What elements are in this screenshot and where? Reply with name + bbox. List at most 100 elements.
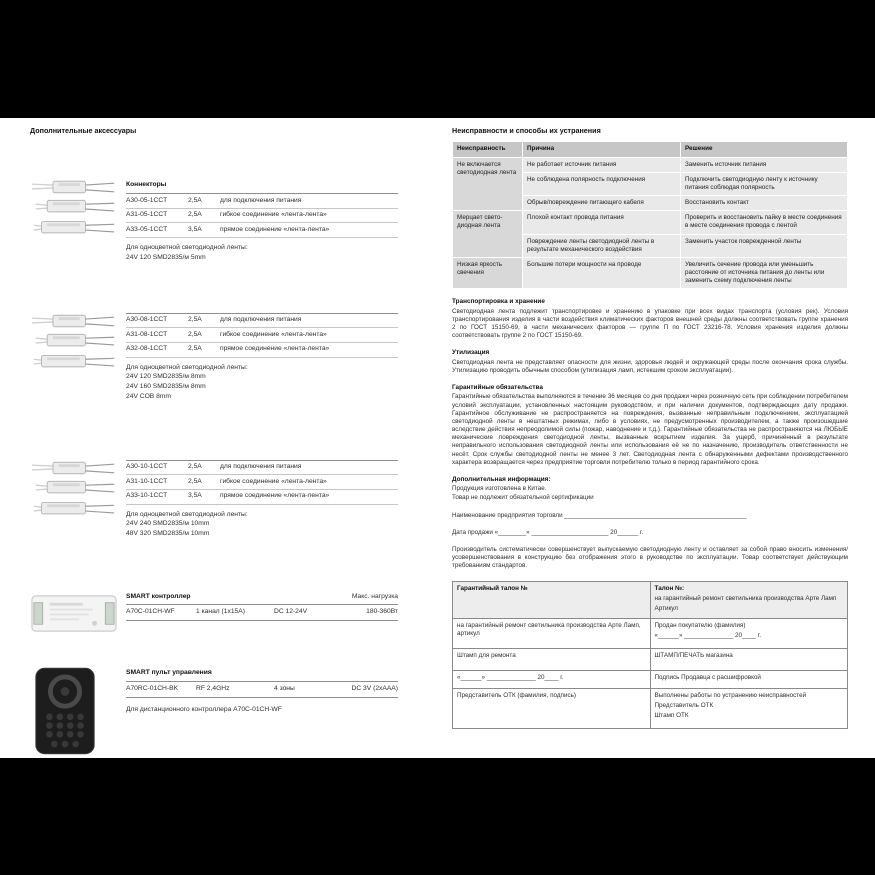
cause-cell: Плохой контакт провода питания [522, 210, 681, 235]
header-fix: Решение [680, 141, 848, 158]
article-code: A32-08-1CCT [126, 345, 168, 353]
card-text: Штамп ОТК [654, 712, 689, 720]
extra-info-line: Продукция изготовлена в Китае. [452, 485, 547, 493]
controller-image [31, 595, 117, 632]
document-page: Дополнительные аксессуары [0, 118, 875, 758]
table-row: A30-08-1CCT 2,5А для подключения питания [126, 312, 398, 329]
article-code: A30-05-1CCT [126, 196, 168, 204]
remote-title: SMART пульт управления [126, 669, 212, 677]
card-cell-left: Штамп для ремонта [452, 648, 651, 672]
table-row: A31-10-1CCT 2,5А гибкое соединение «лент… [126, 475, 398, 490]
description: для подключения питания [220, 463, 302, 470]
note-line: 24V COB 8mm [126, 392, 171, 400]
recycle-section: Утилизация Светодиодная лента не предста… [452, 349, 848, 375]
card-text: Штамп для ремонта [457, 652, 516, 660]
connector-photo-2 [30, 313, 118, 376]
note-title: Для одноцветной светодиодной ленты: [126, 363, 248, 371]
store-name-line: Наименование предприятия торговли ______… [452, 511, 747, 519]
note-line: 24V 240 SMD2835/м 10mm [126, 520, 210, 528]
controller-title: SMART контроллер [126, 592, 191, 600]
fix-cell: Восстановить контакт [680, 195, 848, 212]
faults-row: Низкая яркость свечения Большие потери м… [452, 256, 848, 290]
warranty-body: Гарантийные обязательства выполняются в … [452, 393, 848, 466]
warranty-card-row: «______» ______________ 20____ г. Подпис… [452, 670, 848, 690]
card-text: Талон №: [654, 584, 685, 592]
max-load-label: Макс. нагрузка [351, 592, 398, 600]
faults-row: Мерцает свето-диодная лента Плохой конта… [452, 210, 848, 258]
faults-row: Не соблюдена полярность подключения Подк… [453, 171, 848, 197]
card-text: на гарантийный ремонт светильника произв… [654, 594, 837, 602]
fix-cell: Подключить светодиодную ленту к источник… [680, 171, 848, 197]
strip-note: Для одноцветной светодиодной ленты: 24V … [126, 364, 398, 402]
fix-cell: Увеличить сечение провода или уменьшить … [680, 256, 848, 290]
warranty-card-table: Гарантийный талон № Талон №: на гарантий… [452, 580, 848, 730]
cause-cell: Не работает источник питания [522, 156, 681, 173]
fault-cell: Низкая яркость свечения [452, 256, 523, 290]
voltage: DC 12-24V [274, 608, 308, 616]
amperage: 2,5А [188, 345, 202, 353]
strip-note: Для одноцветной светодиодной ленты: 24V … [126, 244, 398, 262]
warranty-card-row: Гарантийный талон № Талон №: на гарантий… [452, 580, 848, 620]
remote-table: SMART пульт управления A70RC-01CH-BK RF … [126, 667, 398, 714]
accessories-column: Дополнительные аксессуары [30, 126, 398, 759]
table-row: A33-05-1CCT 3,5А прямое соединение «лент… [126, 223, 398, 239]
faults-table: Неисправность Причина Решение Не включае… [452, 141, 848, 290]
table-row: A31-05-1CCT 2,5А гибкое соединение «лент… [126, 209, 398, 224]
remote-image [35, 667, 95, 755]
fix-cell: Заменить участок поврежденной ленты [680, 233, 848, 258]
faults-title: Неисправности и способы их устранения [452, 126, 601, 135]
connector-image [31, 181, 115, 234]
connector-table-2: A30-08-1CCT 2,5А для подключения питания… [126, 312, 398, 402]
amperage: 2,5А [188, 463, 202, 470]
amperage: 3,5А [188, 492, 202, 500]
extra-info-title: Дополнительная информация: [452, 475, 551, 483]
fix-cell: Проверить и восстановить пайку в месте с… [680, 210, 848, 235]
note-line: 24V 120 SMD2835/м 8mm [126, 373, 206, 381]
recycle-title: Утилизация [452, 349, 490, 357]
strip-note: Для одноцветной светодиодной ленты: 24V … [126, 511, 398, 539]
rf-band: RF 2,4GHz [196, 684, 230, 692]
zones: 4 зоны [274, 684, 295, 692]
amperage: 2,5А [188, 196, 202, 204]
sale-date-line: Дата продажи «________» ________________… [452, 528, 644, 536]
header-fault: Неисправность [452, 141, 523, 158]
warranty-card-row: на гарантийный ремонт светильника произв… [452, 618, 848, 650]
card-text: Подпись Продавца с расшифровкой [654, 674, 761, 682]
connector-image [31, 461, 115, 514]
battery: DC 3V (2хААА) [351, 684, 398, 692]
remote-section: SMART пульт управления A70RC-01CH-BK RF … [30, 667, 398, 758]
connector-photo-1 [30, 179, 118, 242]
article-code: A31-10-1CCT [126, 477, 168, 485]
connector-photo-3 [30, 460, 118, 523]
card-cell-right: Подпись Продавца с расшифровкой [649, 670, 848, 690]
card-cell-left: на гарантийный ремонт светильника произв… [452, 618, 651, 650]
card-text: «______» ______________ 20____ г. [654, 632, 762, 640]
transport-body: Светодиодная лента подлежит транспортиро… [452, 307, 848, 340]
cause-cell: Повреждение ленты светодиодной ленты в р… [522, 233, 681, 258]
faults-row: Повреждение ленты светодиодной ленты в р… [453, 233, 848, 258]
card-cell-right: Выполнены работы по устранению неисправн… [649, 688, 848, 730]
note-line: 24V 160 SMD2835/м 8mm [126, 383, 206, 391]
fault-cell: Мерцает свето-диодная лента [452, 210, 523, 258]
card-text: Выполнены работы по устранению неисправн… [654, 692, 807, 700]
table-row: A33-10-1CCT 3,5А прямое соединение «лент… [126, 490, 398, 505]
warranty-card-row: Представитель ОТК (фамилия, подпись) Вып… [452, 688, 848, 730]
cause-cell: Обрыв/повреждение питающего кабеля [522, 195, 681, 212]
controller-section: SMART контроллер Макс. нагрузка A70C-01C… [30, 591, 398, 639]
fault-cell: Не включается светодиодная лента [452, 156, 523, 212]
extra-info-line: Товар не подлежит обязательной сертифика… [452, 494, 594, 502]
warranty-title: Гарантийные обязательства [452, 384, 543, 392]
article-code: A31-08-1CCT [126, 330, 168, 338]
cause-cell: Большие потери мощности на проводе [522, 256, 681, 290]
transport-section: Транспортировка и хранение Светодиодная … [452, 298, 848, 340]
table-row: A32-08-1CCT 2,5А прямое соединение «лент… [126, 343, 398, 358]
table-row: A70C-01CH-WF 1 канал (1х15А) DC 12-24V 1… [126, 605, 398, 622]
header-cause: Причина [522, 141, 681, 158]
warranty-card-row: Штамп для ремонта ШТАМП/ПЕЧАТЬ магазина [452, 648, 848, 672]
controller-table-header: SMART контроллер Макс. нагрузка [126, 591, 398, 606]
article-code: A70C-01CH-WF [126, 608, 175, 616]
description: прямое соединение «лента-лента» [220, 492, 330, 500]
article-code: A33-10-1CCT [126, 492, 168, 500]
card-text: Продан покупателю (фамилия) [654, 622, 746, 630]
description: для подключения питания [220, 316, 302, 324]
